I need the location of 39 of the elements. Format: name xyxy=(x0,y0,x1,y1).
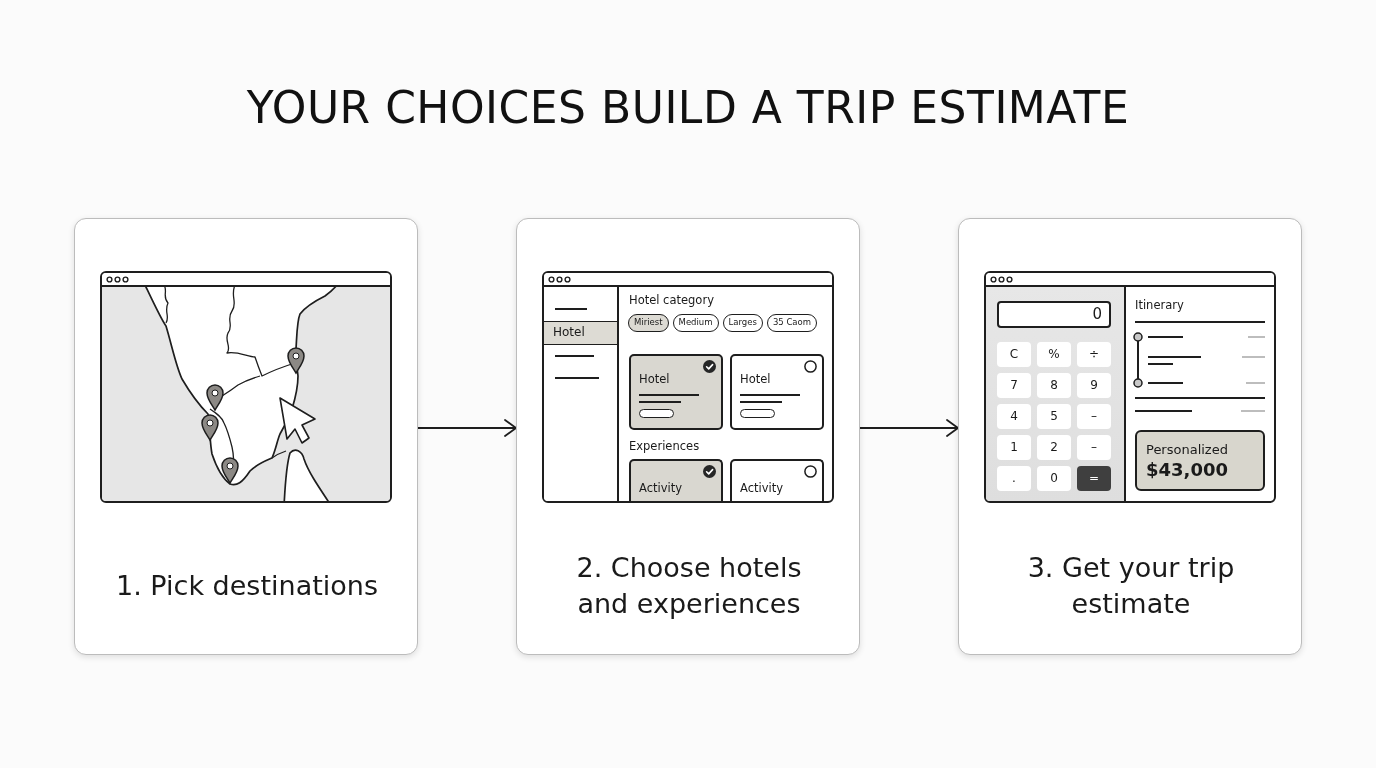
keypad-key: – xyxy=(1077,404,1111,429)
step-card xyxy=(958,218,1302,655)
step-caption: 1. Pick destinations xyxy=(116,569,378,603)
keypad-key: 5 xyxy=(1037,404,1071,429)
card-title: Activity xyxy=(639,481,682,496)
sidebar-menu-item: Hotel xyxy=(544,321,617,345)
step-card xyxy=(74,218,418,655)
arrow xyxy=(859,419,959,437)
keypad-key: ÷ xyxy=(1077,342,1111,367)
arrow xyxy=(417,419,517,437)
calculator-display: 0 xyxy=(997,301,1111,328)
section-heading: Itinerary xyxy=(1135,297,1184,313)
estimate-amount: $43,000 xyxy=(1146,459,1228,481)
title-heading: YOUR CHOICES BUILD A TRIP ESTIMATE xyxy=(246,81,1130,135)
keypad-key: % xyxy=(1037,342,1071,367)
keypad-key: . xyxy=(997,466,1031,491)
step-caption: 3. Get your trip estimate xyxy=(1026,551,1236,621)
keypad-key: – xyxy=(1077,435,1111,460)
card-title: Activity xyxy=(740,481,783,496)
filter-chip: Miriest xyxy=(628,314,669,332)
card-title: Hotel xyxy=(639,372,670,387)
section-heading: Hotel category xyxy=(629,292,714,308)
step-caption: 2. Choose hotels and experiences xyxy=(575,551,803,621)
section-heading: Experiences xyxy=(629,438,700,454)
keypad-key: 1 xyxy=(997,435,1031,460)
keypad-key: 4 xyxy=(997,404,1031,429)
card-title: Hotel xyxy=(740,372,771,387)
keypad-key: = xyxy=(1077,466,1111,491)
keypad-key: C xyxy=(997,342,1031,367)
keypad-key: 7 xyxy=(997,373,1031,398)
step-card xyxy=(516,218,860,655)
estimate-label: Personalized xyxy=(1146,441,1228,458)
filter-chip: Medium xyxy=(672,314,719,332)
keypad-key: 9 xyxy=(1077,373,1111,398)
keypad-key: 0 xyxy=(1037,466,1071,491)
keypad-key: 2 xyxy=(1037,435,1071,460)
keypad-key: 8 xyxy=(1037,373,1071,398)
filter-chip: 35 Caom xyxy=(766,314,818,332)
filter-chip: Larges xyxy=(722,314,763,332)
